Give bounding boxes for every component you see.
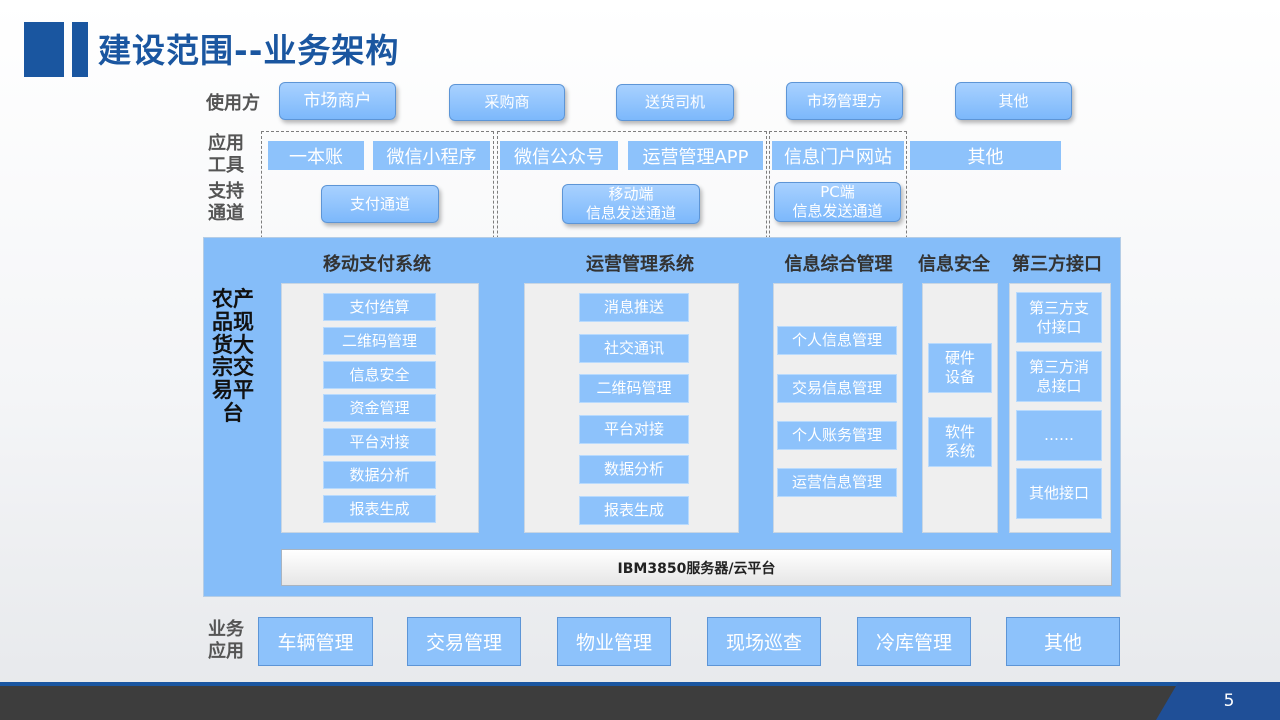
user-purchaser[interactable]: 采购商 xyxy=(449,84,565,121)
channel-payment[interactable]: 支付通道 xyxy=(321,185,439,223)
user-market-merchant[interactable]: 市场商户 xyxy=(279,82,396,120)
business-site-inspection[interactable]: 现场巡查 xyxy=(707,617,821,666)
feature-platform-integration[interactable]: 平台对接 xyxy=(579,415,689,444)
business-cold-storage[interactable]: 冷库管理 xyxy=(857,617,971,666)
panel-info-security xyxy=(922,283,998,533)
user-delivery-driver[interactable]: 送货司机 xyxy=(616,84,734,121)
system-title-third-party: 第三方接口 xyxy=(1012,254,1102,275)
feature-qrcode-management[interactable]: 二维码管理 xyxy=(323,327,436,355)
feature-software[interactable]: 软件 系统 xyxy=(928,417,992,467)
footer-band xyxy=(0,686,1280,720)
panel-operations xyxy=(524,283,739,533)
business-trade-management[interactable]: 交易管理 xyxy=(407,617,521,666)
feature-data-analysis[interactable]: 数据分析 xyxy=(323,461,436,489)
feature-hardware[interactable]: 硬件 设备 xyxy=(928,343,992,393)
row-label-channels: 支持 通道 xyxy=(208,181,244,224)
user-market-manager[interactable]: 市场管理方 xyxy=(786,82,903,120)
feature-message-push[interactable]: 消息推送 xyxy=(579,293,689,322)
feature-report-generation[interactable]: 报表生成 xyxy=(323,495,436,523)
row-label-users: 使用方 xyxy=(206,93,260,114)
channel-pc-messaging[interactable]: PC端 信息发送通道 xyxy=(774,182,901,222)
business-vehicle-management[interactable]: 车辆管理 xyxy=(258,617,373,666)
feature-operations-info[interactable]: 运营信息管理 xyxy=(777,468,897,497)
feature-personal-accounts[interactable]: 个人账务管理 xyxy=(777,421,897,450)
feature-personal-info[interactable]: 个人信息管理 xyxy=(777,326,897,355)
business-other[interactable]: 其他 xyxy=(1006,617,1120,666)
tool-wechat-official-account[interactable]: 微信公众号 xyxy=(500,141,618,170)
feature-third-party-messaging[interactable]: 第三方消 息接口 xyxy=(1016,351,1102,402)
business-property-management[interactable]: 物业管理 xyxy=(557,617,671,666)
tool-info-portal[interactable]: 信息门户网站 xyxy=(772,141,904,170)
feature-social-messaging[interactable]: 社交通讯 xyxy=(579,334,689,363)
feature-qrcode-management[interactable]: 二维码管理 xyxy=(579,374,689,403)
footer-accent-line xyxy=(0,682,1280,686)
title-accent-block xyxy=(24,22,64,77)
system-title-mobile-pay: 移动支付系统 xyxy=(323,254,431,275)
title-accent-bar xyxy=(72,22,88,77)
feature-other-interfaces[interactable]: 其他接口 xyxy=(1016,468,1102,519)
server-platform-bar: IBM3850服务器/云平台 xyxy=(281,549,1112,586)
platform-label: 农产品现货大宗交易平台 xyxy=(212,287,254,425)
tool-operations-app[interactable]: 运营管理APP xyxy=(628,141,763,170)
feature-more-ellipsis[interactable]: …… xyxy=(1016,410,1102,461)
feature-platform-integration[interactable]: 平台对接 xyxy=(323,428,436,456)
tool-ledger[interactable]: 一本账 xyxy=(268,141,364,170)
feature-report-generation[interactable]: 报表生成 xyxy=(579,496,689,525)
system-title-operations: 运营管理系统 xyxy=(586,254,694,275)
tool-wechat-miniprogram[interactable]: 微信小程序 xyxy=(373,141,490,170)
channel-mobile-messaging[interactable]: 移动端 信息发送通道 xyxy=(562,184,700,224)
row-label-business: 业务 应用 xyxy=(208,619,244,662)
feature-fund-management[interactable]: 资金管理 xyxy=(323,394,436,422)
feature-payment-settlement[interactable]: 支付结算 xyxy=(323,293,436,321)
feature-data-analysis[interactable]: 数据分析 xyxy=(579,455,689,484)
user-other[interactable]: 其他 xyxy=(955,82,1072,120)
feature-info-security[interactable]: 信息安全 xyxy=(323,361,436,389)
page-number: 5 xyxy=(1156,682,1280,720)
tool-other[interactable]: 其他 xyxy=(910,141,1061,170)
feature-third-party-payment[interactable]: 第三方支 付接口 xyxy=(1016,292,1102,343)
system-title-info-management: 信息综合管理 xyxy=(784,254,893,275)
row-label-tools: 应用 工具 xyxy=(208,133,244,176)
feature-transaction-info[interactable]: 交易信息管理 xyxy=(777,374,897,403)
system-title-info-security: 信息安全 xyxy=(918,254,990,275)
page-title: 建设范围--业务架构 xyxy=(98,31,400,70)
